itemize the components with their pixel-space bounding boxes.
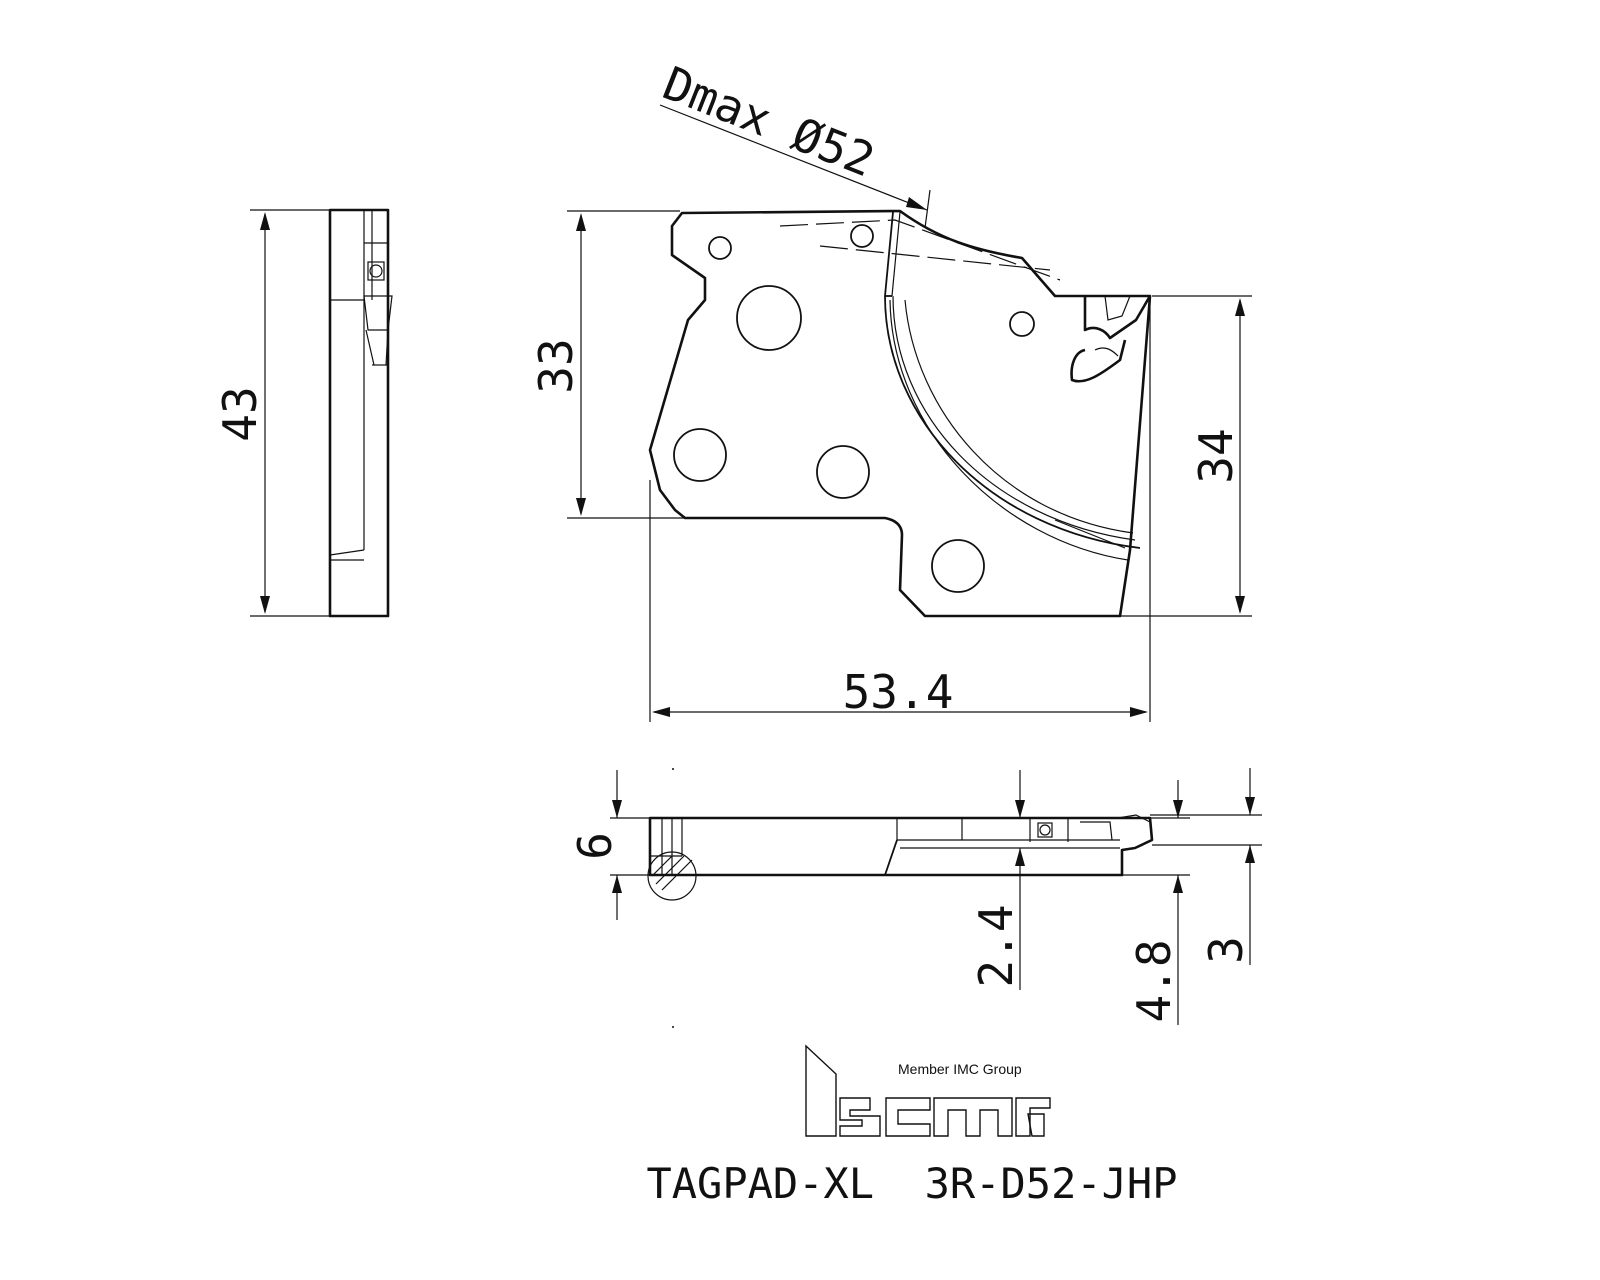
- front-view: Dmax Ø52 33 34 53.4: [529, 56, 1252, 722]
- stray-mark: [672, 768, 674, 770]
- insert-outline: [648, 209, 1152, 618]
- dim-front-width: 53.4: [843, 665, 954, 719]
- part-number-title: TAGPAD-XL 3R-D52-JHP: [646, 1159, 1177, 1208]
- dim-side-height: 43: [213, 386, 267, 441]
- top-view: 6 2.4 4.8 3: [568, 768, 1262, 1025]
- side-view-outline: [328, 208, 390, 618]
- stray-mark: [672, 1026, 674, 1028]
- dim-tip-width: 3: [1199, 936, 1253, 964]
- large-hole: [736, 285, 802, 351]
- large-hole: [816, 445, 870, 499]
- logo-member-text: Member IMC Group: [898, 1061, 1022, 1077]
- small-hole: [1009, 311, 1035, 337]
- dim-step-depth: 2.4: [969, 904, 1023, 987]
- dim-front-height: 33: [529, 338, 583, 393]
- dim-tip-offset: 4.8: [1127, 939, 1181, 1022]
- large-hole: [673, 428, 727, 482]
- top-view-outline: [648, 816, 1154, 877]
- small-hole: [708, 236, 732, 260]
- dim-front-right-height: 34: [1189, 428, 1243, 483]
- small-hole: [850, 224, 874, 248]
- large-hole: [931, 539, 985, 593]
- dim-thickness: 6: [568, 832, 622, 860]
- iscar-logo: iscar: [805, 1044, 1051, 1137]
- side-view: 43: [213, 208, 393, 618]
- dim-dmax: Dmax Ø52: [656, 56, 882, 187]
